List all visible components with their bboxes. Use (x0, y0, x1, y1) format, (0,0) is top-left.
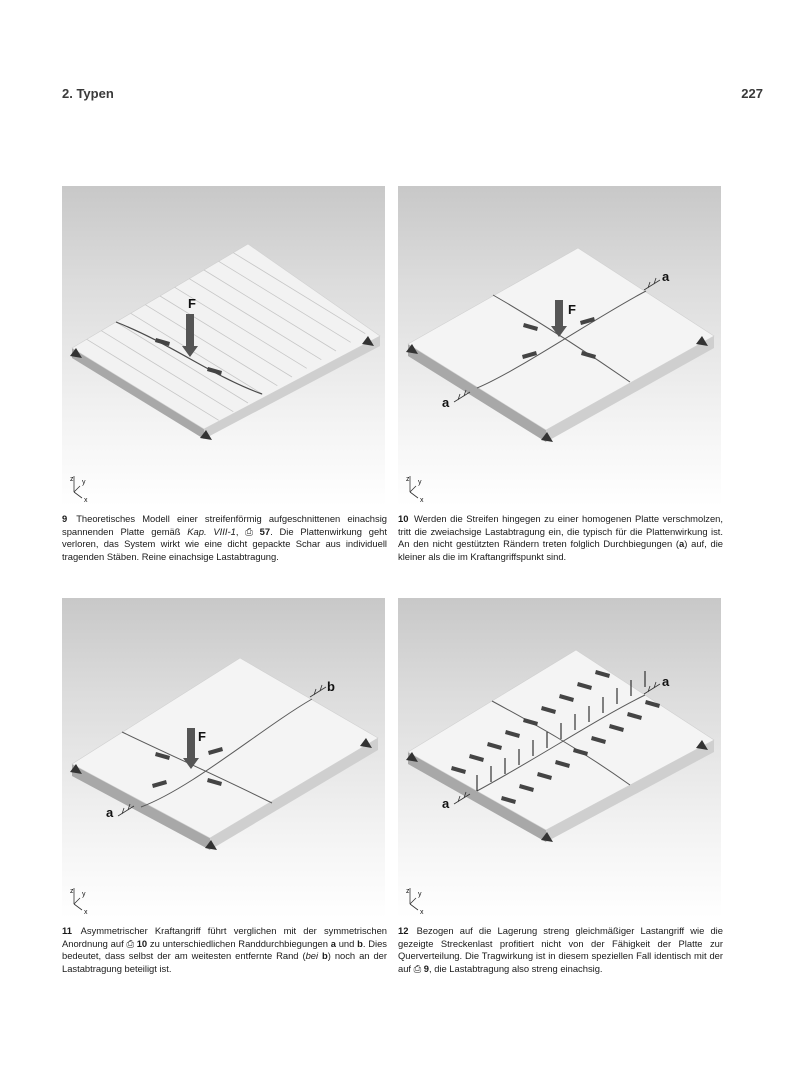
figure-ref-number[interactable]: 57 (260, 526, 270, 537)
force-label: F (188, 296, 196, 311)
figure-11-panel: F b a z y x (62, 598, 385, 918)
figure-11-caption: 11 Asymmetrischer Kraftangriff führt ver… (62, 925, 387, 975)
axis-triad (74, 476, 82, 498)
force-label: F (568, 302, 576, 317)
figure-number: 12 (398, 925, 408, 936)
caption-text: und (336, 938, 357, 949)
figure-number: 11 (62, 925, 72, 936)
figure-number: 9 (62, 513, 67, 524)
edge-label-a: a (662, 674, 670, 689)
figure-ref-number[interactable]: 10 (137, 938, 147, 949)
axis-triad (410, 476, 418, 498)
figure-10-caption: 10 Werden die Streifen hingegen zu einer… (398, 513, 723, 563)
axis-triad (410, 888, 418, 910)
edge-label-a: a (442, 796, 450, 811)
edge-label-b: b (327, 679, 335, 694)
figure-ref-icon: ⎙ (245, 526, 253, 537)
caption-text: zu unterschiedlichen Randdurchbiegungen (147, 938, 331, 949)
edge-label-a: a (106, 805, 114, 820)
axis-z-label: z (406, 476, 410, 483)
figure-9-panel: F z y x (62, 186, 385, 506)
figure-12-illustration: a a z y x (398, 598, 721, 918)
caption-text: , (236, 526, 245, 537)
axis-z-label: z (406, 888, 410, 895)
force-label: F (198, 729, 206, 744)
caption-text (253, 526, 260, 537)
dimension-mark (310, 685, 326, 697)
figure-10-illustration: F a a z y x (398, 186, 721, 506)
figure-ref-icon: ⎙ (126, 938, 134, 949)
figure-11-illustration: F b a z y x (62, 598, 385, 918)
caption-text: , die Lastabtragung also streng einachsi… (429, 963, 603, 974)
dimension-mark (644, 278, 660, 290)
dimension-mark (644, 682, 660, 694)
page-header: 2. Typen 227 (62, 86, 763, 106)
chapter-title: 2. Typen (62, 86, 114, 101)
page-number: 227 (741, 86, 763, 101)
axis-triad (74, 888, 82, 910)
axis-y-label: y (82, 891, 86, 898)
figure-9-illustration: F z y x (62, 186, 385, 506)
axis-y-label: y (418, 479, 422, 486)
axis-z-label: z (70, 476, 74, 483)
figure-number: 10 (398, 513, 408, 524)
figure-10-panel: F a a z y x (398, 186, 721, 506)
axis-z-label: z (70, 888, 74, 895)
cross-reference[interactable]: Kap. VIII-1 (187, 526, 236, 537)
axis-x-label: x (420, 497, 424, 504)
caption-text: bei (306, 950, 319, 961)
axis-y-label: y (82, 479, 86, 486)
edge-label-a: a (442, 395, 450, 410)
axis-x-label: x (420, 909, 424, 916)
figure-12-panel: a a z y x (398, 598, 721, 918)
figure-9-caption: 9 Theoretisches Modell einer streifenför… (62, 513, 387, 563)
figure-12-caption: 12 Bezogen auf die Lagerung streng gleic… (398, 925, 723, 975)
edge-label-a: a (662, 269, 670, 284)
caption-text: Werden die Streifen hingegen zu einer ho… (398, 513, 723, 549)
axis-y-label: y (418, 891, 422, 898)
axis-x-label: x (84, 909, 88, 916)
axis-x-label: x (84, 497, 88, 504)
